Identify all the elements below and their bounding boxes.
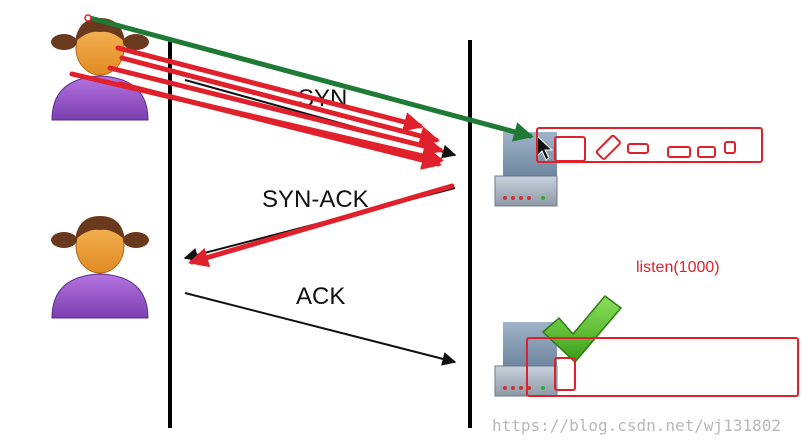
server-device-icon bbox=[494, 132, 558, 207]
listen-annotation: listen(1000) bbox=[636, 259, 720, 276]
queue-slot bbox=[697, 146, 716, 158]
ack-arrow bbox=[184, 292, 457, 366]
queue-slot bbox=[554, 136, 586, 162]
red-arrow bbox=[119, 55, 440, 146]
red-arrow bbox=[188, 183, 455, 268]
watermark: https://blog.csdn.net/wj131802 bbox=[492, 416, 781, 435]
queue-slot bbox=[667, 146, 691, 158]
red-arrow bbox=[107, 65, 444, 156]
green-arrow bbox=[87, 15, 534, 142]
syn-queue-box bbox=[536, 127, 763, 163]
red-arrow bbox=[117, 81, 442, 170]
syn-flood-arrows bbox=[69, 45, 455, 268]
accept-queue-box bbox=[526, 337, 799, 397]
arrow-origin-dot bbox=[84, 14, 92, 22]
red-arrow bbox=[115, 45, 424, 132]
queue-slot bbox=[724, 141, 736, 154]
client-person-icon bbox=[51, 18, 149, 121]
ack-label: ACK bbox=[296, 283, 345, 310]
queue-slot bbox=[554, 357, 576, 391]
syn-ack-label: SYN-ACK bbox=[262, 186, 369, 213]
client-person-icon bbox=[51, 216, 149, 319]
queue-slot bbox=[627, 143, 649, 154]
queue-slot bbox=[595, 134, 621, 160]
